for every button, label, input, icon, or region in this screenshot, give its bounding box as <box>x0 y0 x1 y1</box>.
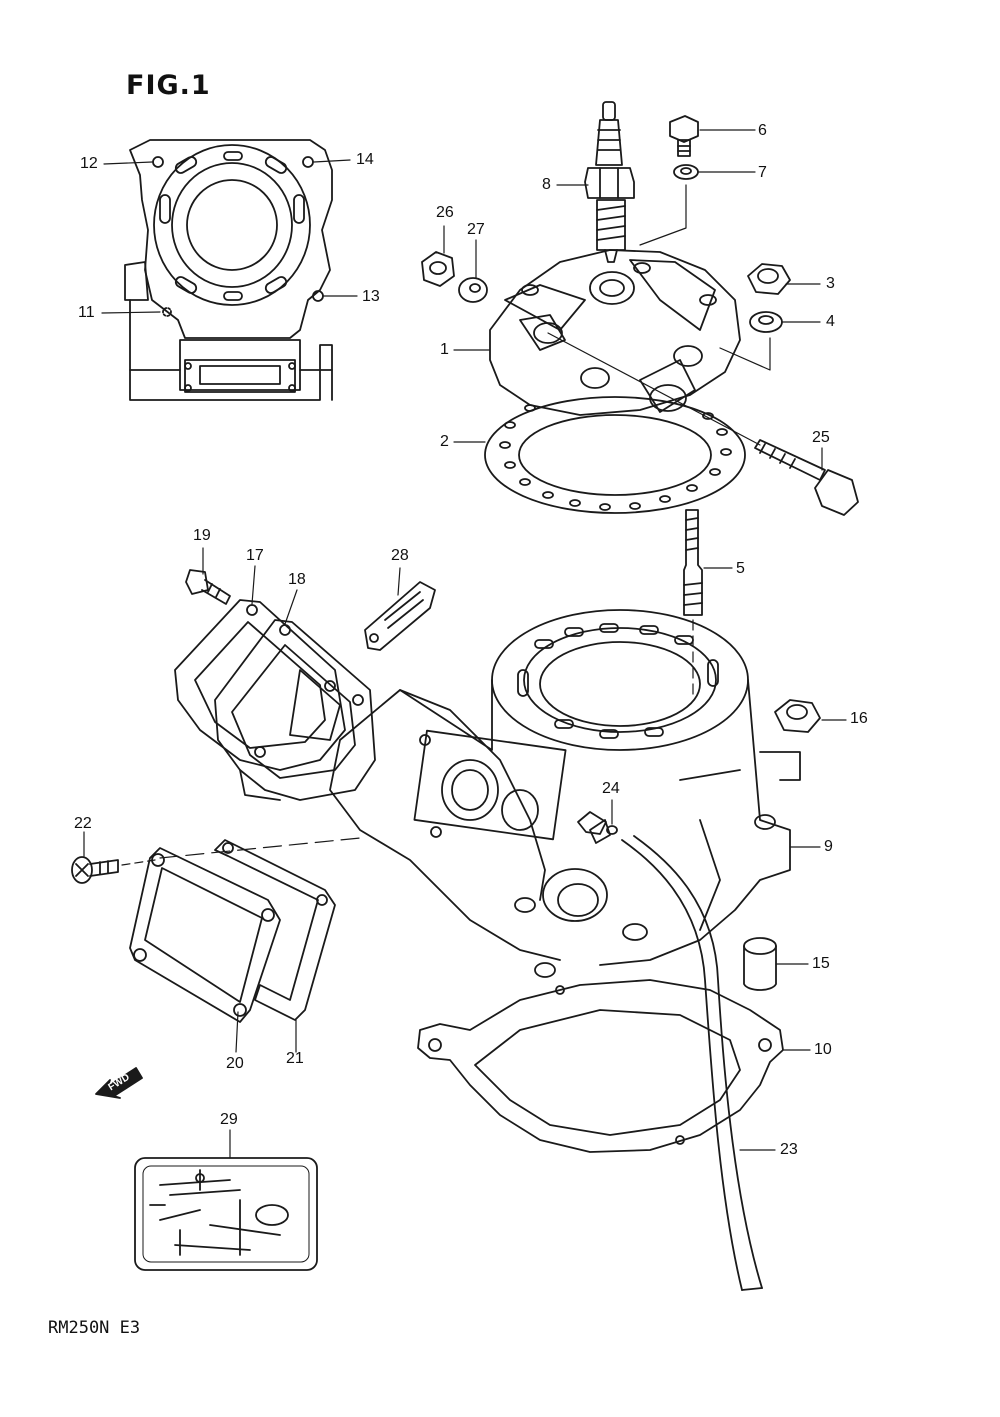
leader-lines <box>83 129 847 1159</box>
callout-12: 12 <box>80 155 98 172</box>
callout-28: 28 <box>391 547 409 564</box>
callout-8: 8 <box>542 176 551 193</box>
spark-plug <box>584 101 635 263</box>
callout-24: 24 <box>602 780 620 797</box>
bracket-28 <box>364 581 436 651</box>
callout-10: 10 <box>814 1041 832 1058</box>
callout-7: 7 <box>758 164 767 181</box>
inset-cylinder-top-view <box>124 139 333 401</box>
nut-3 <box>747 263 791 295</box>
callout-27: 27 <box>467 221 485 238</box>
bolt-6 <box>669 115 699 157</box>
reed-gasket-17 <box>174 599 346 771</box>
callout-29: 29 <box>220 1111 238 1128</box>
washer-27 <box>458 277 488 303</box>
screw-19 <box>185 569 231 605</box>
base-gasket <box>417 979 784 1153</box>
callout-4: 4 <box>826 313 835 330</box>
callout-3: 3 <box>826 275 835 292</box>
cylinder-head <box>489 249 741 416</box>
callout-15: 15 <box>812 955 830 972</box>
callout-21: 21 <box>286 1050 304 1067</box>
callout-5: 5 <box>736 560 745 577</box>
head-bolt-25 <box>547 332 859 516</box>
callout-23: 23 <box>780 1141 798 1158</box>
callout-26: 26 <box>436 204 454 221</box>
callout-19: 19 <box>193 527 211 544</box>
callout-20: 20 <box>226 1055 244 1072</box>
reed-valve-18 <box>214 619 376 801</box>
cylinder <box>329 609 791 978</box>
nut-16 <box>759 699 821 781</box>
washer-4 <box>749 311 783 333</box>
head-gasket <box>484 396 746 514</box>
nut-26 <box>421 251 455 287</box>
fitting-24 <box>577 811 618 835</box>
callout-18: 18 <box>288 571 306 588</box>
gasket-21 <box>214 839 336 1021</box>
callout-9: 9 <box>824 838 833 855</box>
forward-arrow-icon <box>95 1067 143 1099</box>
label-kit-29 <box>134 1157 318 1271</box>
callout-2: 2 <box>440 433 449 450</box>
callout-13: 13 <box>362 288 380 305</box>
collar-15 <box>743 937 777 991</box>
callout-25: 25 <box>812 429 830 446</box>
callout-16: 16 <box>850 710 868 727</box>
washer-7 <box>673 164 699 180</box>
model-code: RM250N E3 <box>48 1318 141 1338</box>
callout-11: 11 <box>78 304 95 321</box>
callout-6: 6 <box>758 122 767 139</box>
callout-1: 1 <box>440 341 449 358</box>
stud-5 <box>683 509 703 701</box>
callout-22: 22 <box>74 815 92 832</box>
figure-title: FIG.1 <box>126 70 211 101</box>
breather-hose <box>621 835 763 1291</box>
screw-22 <box>71 837 361 884</box>
callout-17: 17 <box>246 547 264 564</box>
callout-14: 14 <box>356 151 374 168</box>
cover-20 <box>129 847 281 1023</box>
